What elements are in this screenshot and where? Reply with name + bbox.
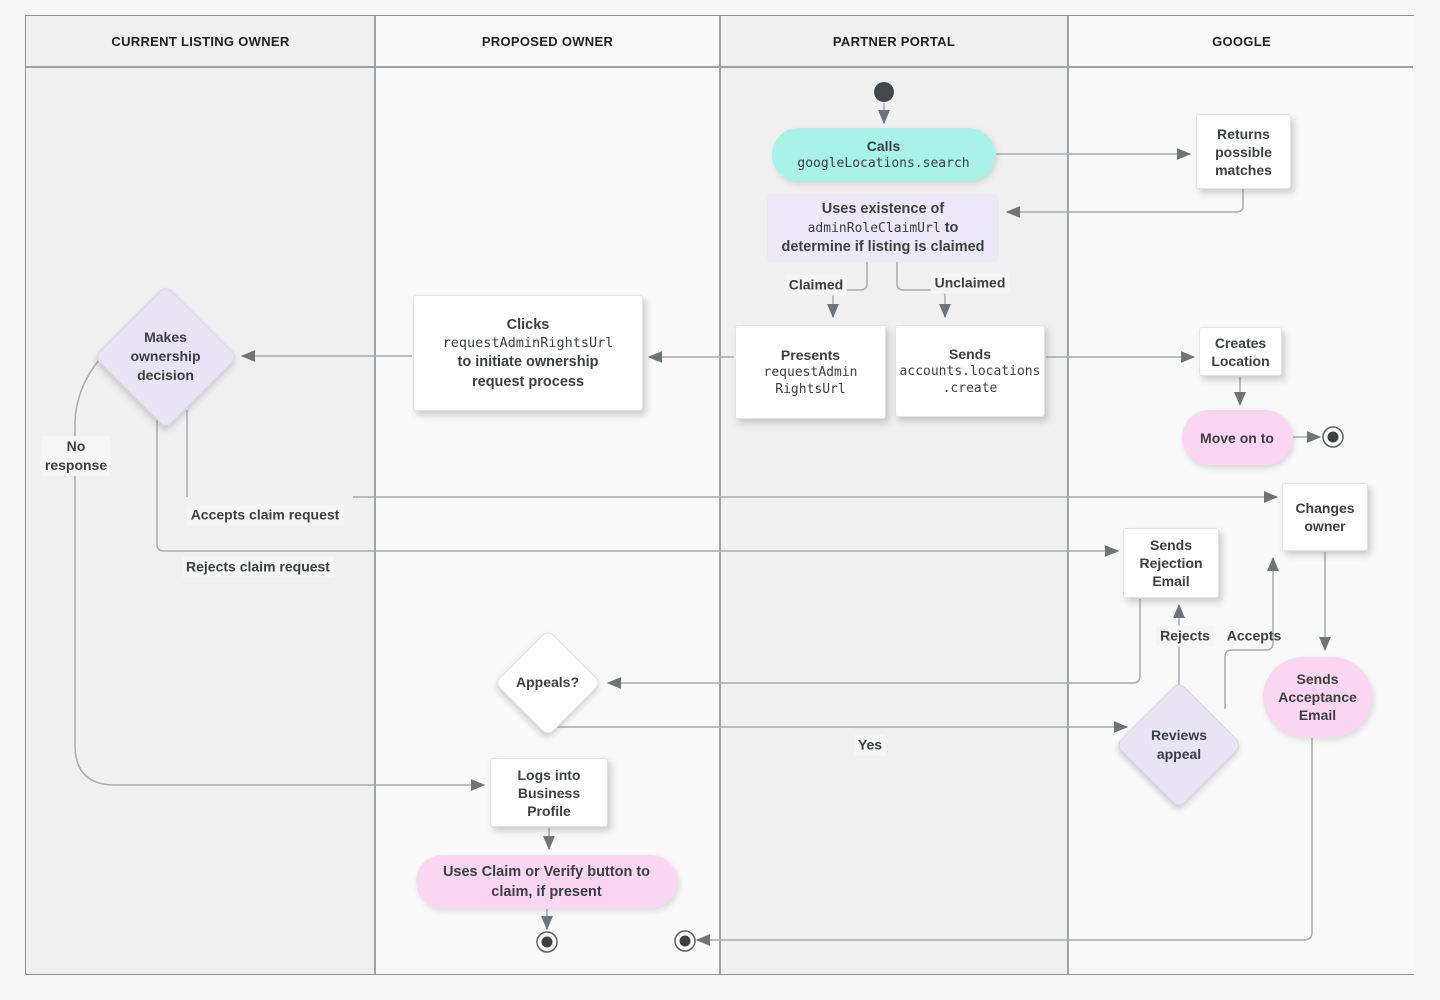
diamond-label: Reviews appeal	[1117, 683, 1241, 807]
presents-request-admin-rights-node: Presents requestAdmin RightsUrl	[735, 325, 886, 419]
lane-header-google: GOOGLE	[1212, 33, 1271, 49]
edge-label-rejects: Rejects	[1156, 625, 1214, 647]
node-line: Move on to	[1200, 429, 1274, 446]
edge-label-rejects-claim: Rejects claim request	[182, 556, 334, 578]
node-line: matches	[1215, 161, 1272, 178]
node-title: Presents	[780, 347, 841, 363]
lane-current-listing-owner	[26, 16, 375, 974]
start-node	[874, 82, 894, 102]
appeals-decision-diamond: Appeals?	[493, 628, 602, 737]
node-line: Returns	[1217, 125, 1270, 142]
uses-claim-or-verify-node: Uses Claim or Verify button to claim, if…	[416, 855, 677, 908]
node-line: request process	[471, 373, 585, 390]
node-title: Clicks	[506, 316, 550, 333]
sends-accounts-locations-create-node: Sends accounts.locations .create	[895, 325, 1045, 417]
node-line: claim, if present	[491, 883, 602, 900]
reviews-appeal-diamond: Reviews appeal	[1115, 681, 1243, 809]
makes-ownership-decision-diamond: Makes ownership decision	[93, 284, 238, 429]
changes-owner-node: Changes owner	[1282, 483, 1368, 551]
edge-accepts-up	[1224, 556, 1279, 709]
edge-label-claimed: Claimed	[784, 274, 848, 296]
lane-divider	[1067, 16, 1069, 974]
node-code: requestAdminRightsUrl	[442, 334, 614, 351]
logs-into-business-profile-node: Logs into Business Profile	[490, 758, 608, 827]
edge-unclaimed	[896, 262, 951, 319]
node-line: Changes	[1295, 500, 1355, 516]
node-line: Rejection	[1139, 555, 1203, 571]
edge-label-yes: Yes	[853, 734, 887, 756]
clicks-request-admin-rights-node: Clicks requestAdminRightsUrl to initiate…	[413, 295, 643, 411]
lane-header-partner-portal: PARTNER PORTAL	[832, 33, 956, 49]
node-line: ownership	[130, 348, 201, 364]
node-line: Acceptance	[1278, 689, 1357, 705]
note-line: determine if listing is claimed	[781, 238, 985, 255]
edge-label-line: No	[66, 438, 86, 454]
node-line: Sends	[1149, 537, 1192, 553]
lane-header-proposed-owner: PROPOSED OWNER	[481, 33, 614, 49]
diamond-label: Appeals?	[495, 630, 600, 735]
edge-label-accepts: Accepts	[1226, 627, 1282, 644]
edge-rejects-claim	[156, 410, 1120, 557]
note-line: adminRoleClaimUrl to	[808, 219, 959, 238]
edge-no-response	[74, 359, 486, 791]
note-line-suffix: to	[940, 219, 959, 236]
sends-acceptance-email-node: Sends Acceptance Email	[1263, 657, 1372, 737]
diamond-label: Makes ownership decision	[95, 286, 236, 427]
lane-divider	[374, 16, 376, 974]
edge-acceptance-to-end	[695, 738, 1313, 946]
node-line: owner	[1304, 518, 1346, 534]
lane-divider	[719, 16, 721, 974]
edge-label-accepts-claim: Accepts claim request	[186, 504, 344, 526]
end-node	[536, 931, 558, 953]
creates-location-node: Creates Location	[1199, 327, 1282, 376]
edge-returns-to-uses	[1005, 189, 1244, 218]
node-code: requestAdmin	[763, 365, 858, 380]
node-line: Reviews	[1150, 727, 1208, 743]
node-line: Profile	[527, 802, 571, 819]
edge-label-no-response: No response	[40, 436, 112, 476]
node-line: Appeals?	[515, 674, 579, 690]
node-code: .create	[942, 381, 998, 396]
node-code: accounts.locations	[899, 364, 1041, 379]
node-line: decision	[137, 367, 194, 383]
node-title: Calls	[866, 138, 901, 154]
lane-header-current-listing-owner: CURRENT LISTING OWNER	[111, 33, 290, 49]
node-code: RightsUrl	[775, 382, 846, 397]
edge-label-unclaimed: Unclaimed	[930, 272, 1010, 294]
edge-label-line: response	[44, 457, 108, 473]
node-title: Sends	[948, 346, 991, 362]
uses-existence-note: Uses existence of adminRoleClaimUrl to d…	[767, 194, 999, 262]
move-on-to-node: Move on to	[1182, 410, 1292, 465]
node-line: Email	[1298, 707, 1337, 723]
node-line: Makes	[144, 329, 187, 345]
header-divider	[26, 66, 1413, 68]
sends-rejection-email-node: Sends Rejection Email	[1123, 528, 1219, 598]
end-node	[1322, 426, 1344, 448]
node-line: Uses Claim or Verify button to	[442, 863, 651, 880]
edge-appeals-yes	[546, 721, 1129, 733]
end-node	[674, 930, 696, 952]
node-line: Email	[1152, 573, 1190, 589]
edge-rejection-to-appeals	[606, 599, 1141, 689]
note-line: Uses existence of	[821, 200, 945, 217]
returns-possible-matches-node: Returns possible matches	[1196, 114, 1291, 189]
calls-googlelocations-search-node: Calls googleLocations.search	[772, 128, 995, 181]
node-line: Logs into	[517, 766, 581, 783]
node-line: appeal	[1156, 746, 1202, 762]
node-line: Business	[517, 784, 581, 801]
note-code: adminRoleClaimUrl	[807, 220, 941, 236]
node-line: possible	[1215, 143, 1272, 160]
node-line: Sends	[1296, 671, 1339, 687]
node-line: to initiate ownership	[457, 353, 599, 370]
node-code: googleLocations.search	[797, 156, 970, 171]
node-line: Location	[1211, 352, 1270, 369]
node-line: Creates	[1214, 334, 1267, 351]
